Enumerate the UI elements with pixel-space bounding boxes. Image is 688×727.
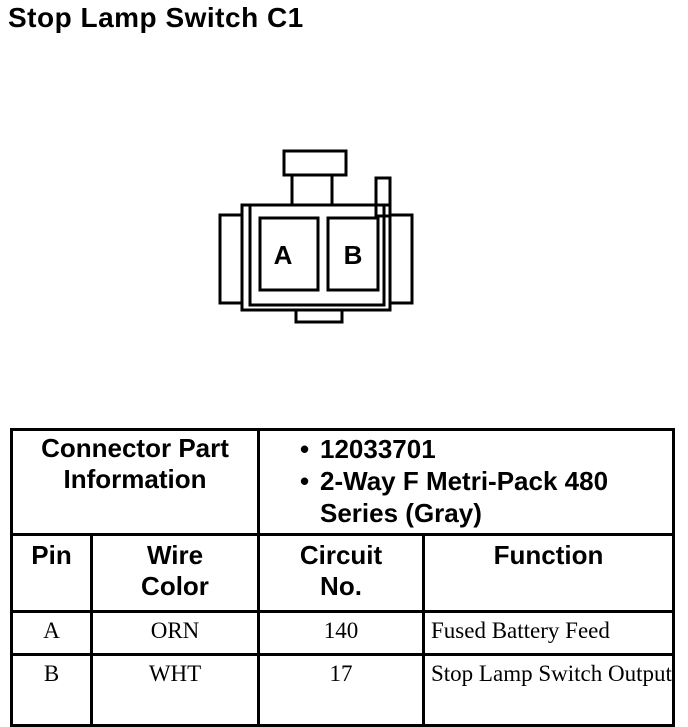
- row-b-circuit: 17: [257, 653, 425, 727]
- connector-right-flange: [388, 213, 414, 305]
- row-a-pin: A: [10, 610, 93, 656]
- part-info-row: Connector Part Information • 12033701 • …: [10, 428, 676, 536]
- connector-latch-inner: [290, 173, 334, 207]
- table-row: B WHT 17 Stop Lamp Switch Output: [10, 653, 676, 727]
- connector-housing: [240, 203, 392, 312]
- row-b-function: Stop Lamp Switch Output: [421, 653, 676, 727]
- pin-label-a: A: [274, 240, 293, 270]
- cavity-a: [258, 216, 320, 292]
- header-circuit-line2: No.: [320, 571, 362, 601]
- connector-bottom-key: [294, 308, 344, 324]
- bullet-dot: •: [300, 466, 310, 496]
- connector-latch: [282, 149, 348, 177]
- row-b-wire-color: WHT: [90, 653, 260, 727]
- part-number-text: 12033701: [320, 434, 436, 464]
- header-wire-color-line2: Color: [141, 571, 209, 601]
- connector-left-flange: [218, 213, 244, 305]
- header-function: Function: [421, 533, 676, 613]
- bullet-dot: •: [300, 434, 310, 464]
- header-function-text: Function: [493, 540, 604, 570]
- row-a-circuit: 140: [257, 610, 425, 656]
- header-circuit: Circuit No.: [257, 533, 425, 613]
- part-info-label-line2: Information: [63, 464, 207, 494]
- header-pin: Pin: [10, 533, 93, 613]
- table-row: A ORN 140 Fused Battery Feed: [10, 610, 676, 656]
- part-description: • 2-Way F Metri-Pack 480 Series (Gray): [300, 465, 672, 529]
- connector-info-table: Connector Part Information • 12033701 • …: [10, 428, 676, 727]
- header-wire-color-line1: Wire: [146, 540, 204, 570]
- part-description-text: 2-Way F Metri-Pack 480 Series (Gray): [320, 466, 609, 528]
- row-a-wire-color: ORN: [90, 610, 260, 656]
- part-info-list: • 12033701 • 2-Way F Metri-Pack 480 Seri…: [260, 431, 672, 533]
- part-info-value-cell: • 12033701 • 2-Way F Metri-Pack 480 Seri…: [256, 428, 676, 536]
- part-number: • 12033701: [300, 433, 672, 465]
- header-row: Pin Wire Color Circuit No. Function: [10, 533, 676, 613]
- pin-label-b: B: [344, 240, 363, 270]
- header-circuit-line1: Circuit: [299, 540, 383, 570]
- header-pin-text: Pin: [31, 540, 72, 570]
- row-b-pin: B: [10, 653, 93, 727]
- cavity-b: [326, 216, 380, 292]
- row-a-function: Fused Battery Feed: [421, 610, 676, 656]
- connector-diagram: A B: [218, 149, 414, 324]
- part-info-label-line1: Connector Part: [41, 433, 229, 463]
- header-wire-color: Wire Color: [90, 533, 260, 613]
- part-info-label-cell: Connector Part Information: [10, 428, 260, 536]
- page-title: Stop Lamp Switch C1: [8, 2, 304, 33]
- connector-housing-inner: [248, 203, 386, 307]
